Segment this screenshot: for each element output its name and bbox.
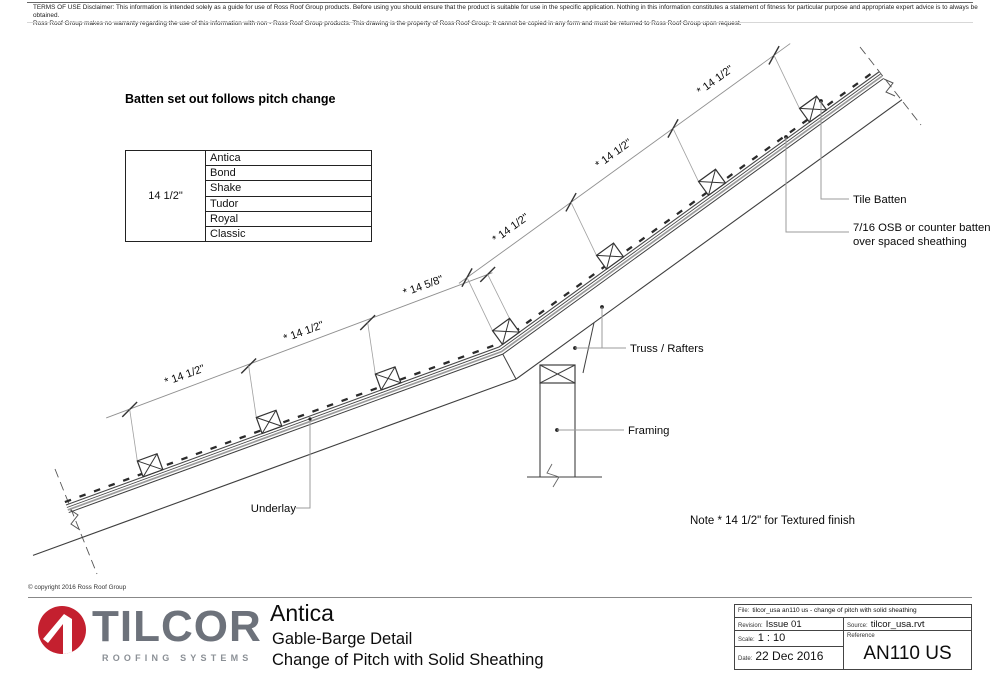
- source-label: Source:: [847, 623, 868, 629]
- logo-one-glyph: [43, 614, 72, 654]
- tile-batten-label: Tile Batten: [853, 194, 907, 206]
- file-value: tilcor_usa an110 us - change of pitch wi…: [752, 607, 917, 614]
- source-value: tilcor_usa.rvt: [870, 619, 925, 630]
- dimension-label: * 14 1/2": [163, 363, 206, 389]
- dimension-label: * 14 1/2": [282, 319, 325, 345]
- osb-label-line1: 7/16 OSB or counter batten: [853, 222, 991, 234]
- source-cell: Source:tilcor_usa.rvt: [844, 618, 971, 630]
- date-cell: Date:22 Dec 2016: [735, 647, 843, 669]
- tile-batten-symbol: [491, 317, 521, 346]
- dimension-label: * 14 5/8": [402, 273, 445, 299]
- tile-batten-symbol: [136, 452, 164, 478]
- scale-label: Scale:: [738, 637, 755, 643]
- batten-dimension-cell: 14 1/2": [126, 151, 206, 241]
- date-value: 22 Dec 2016: [755, 649, 824, 663]
- detail-description: Change of Pitch with Solid Sheathing: [272, 651, 544, 669]
- copyright-note: © copyright 2016 Ross Roof Group: [28, 584, 127, 591]
- dimension-label: * 14 1/2": [593, 137, 634, 171]
- top-border-rule: [27, 2, 973, 3]
- logo-circle: [38, 606, 86, 654]
- dimension-label: * 14 1/2": [695, 63, 736, 97]
- date-label: Date:: [738, 656, 753, 662]
- roof-detail-drawing: * 14 1/2" * 14 1/2" * 14 1/2" * 14 1/2" * 14…: [32, 43, 991, 575]
- tilcor-logo-mark: [38, 606, 86, 654]
- detail-subtitle: Gable-Barge Detail: [272, 630, 413, 648]
- batten-spacing-table: 14 1/2" Antica Bond Shake Tudor Royal Cl…: [125, 150, 372, 242]
- disclaimer-line-1: TERMS OF USE Disclaimer: This informatio…: [33, 4, 978, 19]
- profile-row: Antica: [210, 152, 241, 165]
- title-block: File:tilcor_usa an110 us - change of pit…: [734, 604, 972, 670]
- tile-batten-symbol: [798, 95, 828, 124]
- brand-name: TILCOR: [92, 602, 262, 651]
- textured-finish-note: Note * 14 1/2" for Textured finish: [690, 515, 855, 527]
- dimension-label: * 14 1/2": [490, 211, 531, 245]
- osb-label-line2: over spaced sheathing: [853, 236, 967, 248]
- revision-label: Revision:: [738, 623, 763, 629]
- scale-value: 1 : 10: [757, 632, 786, 644]
- reference-cell: Reference AN110 US: [844, 631, 971, 669]
- revision-value: Issue 01: [765, 619, 802, 630]
- product-title: Antica: [270, 600, 334, 626]
- profile-row: Shake: [206, 180, 371, 195]
- disclaimer-divider-rule: [27, 22, 973, 23]
- revision-cell: Revision:Issue 01: [735, 618, 844, 630]
- profile-row: Royal: [206, 210, 371, 226]
- scale-date-reference-row: Scale:1 : 10 Date:22 Dec 2016 Reference …: [735, 631, 971, 669]
- drawing-heading: Batten set out follows pitch change: [125, 92, 336, 106]
- profile-row: Classic: [206, 225, 371, 241]
- truss-rafters-label: Truss / Rafters: [630, 343, 704, 355]
- scale-cell: Scale:1 : 10: [735, 631, 843, 647]
- file-label: File:: [738, 608, 750, 614]
- footer-separator: [28, 597, 972, 598]
- terms-disclaimer: TERMS OF USE Disclaimer: This informatio…: [33, 4, 978, 28]
- revision-source-row: Revision:Issue 01 Source:tilcor_usa.rvt: [735, 618, 971, 631]
- tile-batten-symbol: [595, 242, 625, 271]
- drawing-number: AN110 US: [863, 643, 952, 664]
- scale-date-column: Scale:1 : 10 Date:22 Dec 2016: [735, 631, 844, 669]
- reference-label: Reference: [847, 633, 875, 639]
- tile-batten-symbol: [374, 366, 402, 391]
- profile-row: Bond: [206, 165, 371, 180]
- underlay-label: Underlay: [251, 503, 297, 515]
- framing-label: Framing: [628, 425, 669, 437]
- tile-batten-symbol: [255, 409, 283, 435]
- file-row: File:tilcor_usa an110 us - change of pit…: [735, 605, 971, 618]
- profile-list: Antica Bond Shake Tudor Royal Classic: [206, 151, 371, 241]
- profile-row: Tudor: [206, 195, 371, 211]
- brand-tagline: ROOFING SYSTEMS: [102, 653, 253, 663]
- tile-batten-symbol: [697, 168, 727, 197]
- disclaimer-line-2: Ross Roof Group makes no warranty regard…: [33, 19, 742, 27]
